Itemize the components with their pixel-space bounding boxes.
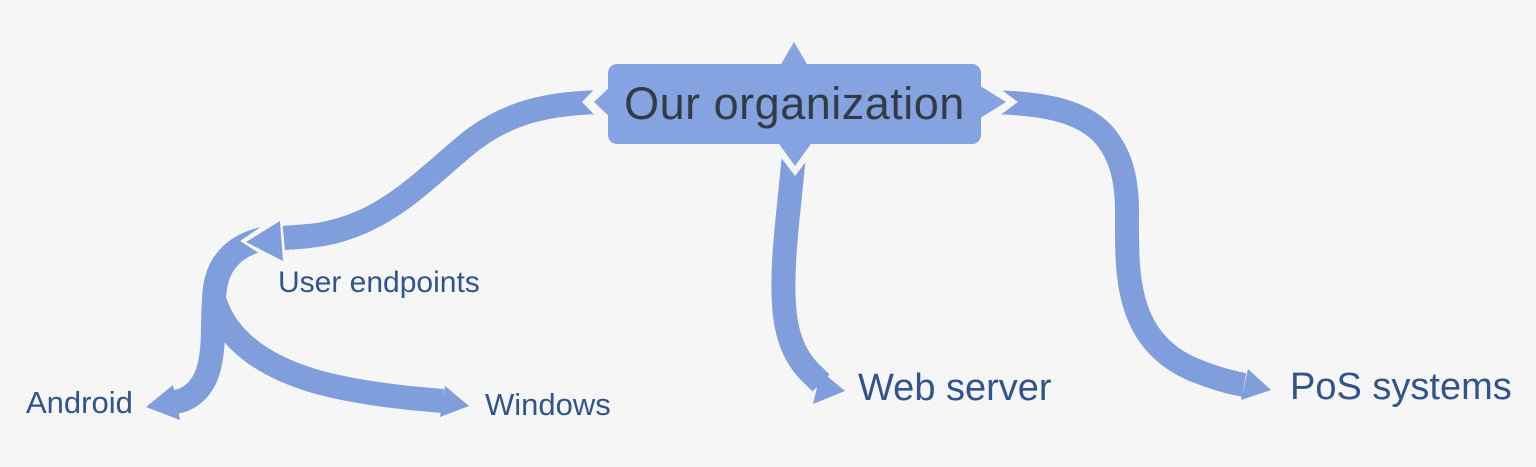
user-endpoints-arrowhead-icon: [246, 221, 283, 261]
node-label-user-endpoints: User endpoints: [278, 266, 480, 299]
central-top-wedge-icon: [780, 42, 808, 66]
web-server-arrowhead-icon: [813, 371, 845, 404]
central-node-our-organization: Our organization: [608, 64, 981, 144]
windows-arrowhead-icon: [440, 386, 469, 417]
node-label-web-server: Web server: [858, 367, 1052, 409]
android-arrowhead-icon: [146, 385, 180, 420]
pos-systems-arrowhead-icon: [1241, 369, 1271, 400]
central-node-label: Our organization: [624, 78, 965, 129]
ribbon-user-endpoints-trunk: [172, 226, 271, 414]
ribbon-center-to-user-endpoints-end: [282, 224, 311, 250]
node-label-android: Android: [26, 385, 133, 420]
central-right-wedge-icon: [977, 84, 1006, 120]
ribbon-to-web-server: [771, 141, 830, 392]
node-label-windows: Windows: [485, 387, 611, 422]
central-bottom-wedge-icon: [777, 141, 813, 166]
ribbon-to-pos-systems: [979, 90, 1247, 397]
ribbon-center-to-user-endpoints: [283, 90, 611, 250]
node-label-pos-systems: PoS systems: [1290, 366, 1512, 408]
ribbon-to-windows: [203, 297, 444, 413]
